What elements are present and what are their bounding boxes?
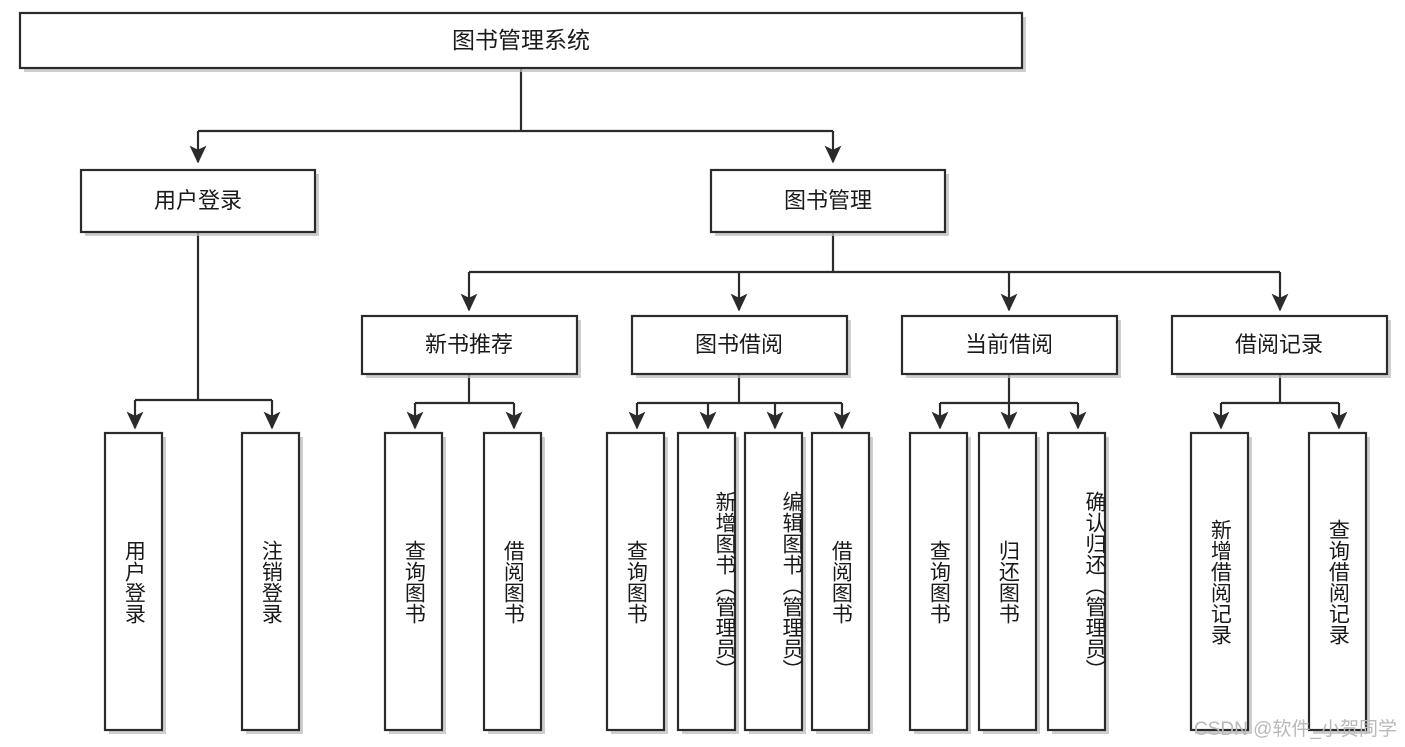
leaf-label-query-book-3: 查询图书 (927, 539, 951, 624)
leaf-box-query-book-2[interactable] (605, 431, 668, 734)
node-borrow-record[interactable]: 借阅记录 (1170, 314, 1391, 378)
node-current-borrow-label: 当前借阅 (965, 332, 1053, 357)
connector-bookborrow-to-leaves (628, 375, 851, 430)
node-book-borrow-label: 图书借阅 (695, 332, 783, 357)
connector-bookmanage-to-level3 (460, 233, 1289, 312)
leaf-box-user-logout[interactable] (240, 431, 303, 734)
leaf-box-query-book-1[interactable] (383, 431, 446, 734)
leaf-box-query-book-3[interactable] (908, 431, 971, 734)
node-root-system[interactable]: 图书管理系统 (18, 11, 1026, 72)
leaf-label-confirm-return: 确认归还（管理员） (1083, 490, 1106, 680)
connector-currentborrow-to-leaves (931, 375, 1087, 430)
watermark-text: CSDN @软件_小贺同学 (1194, 719, 1397, 740)
node-root-label: 图书管理系统 (452, 27, 590, 53)
node-book-manage[interactable]: 图书管理 (709, 168, 949, 236)
node-current-borrow[interactable]: 当前借阅 (900, 314, 1121, 378)
leaf-box-borrow-book-1[interactable] (482, 431, 545, 734)
leaf-box-borrow-book-2[interactable] (810, 431, 873, 734)
node-book-manage-label: 图书管理 (784, 188, 872, 213)
leaf-label-user-logout: 注销登录 (259, 539, 283, 624)
leaf-label-add-book: 新增图书（管理员） (713, 490, 736, 680)
leaf-label-query-book-1: 查询图书 (402, 539, 426, 624)
connector-userlogin-to-leaves (126, 233, 281, 430)
leaf-box-confirm-return[interactable] (1046, 431, 1109, 734)
leaf-label-user-login: 用户登录 (122, 539, 146, 624)
connector-root-to-level2 (189, 69, 842, 164)
leaf-label-query-record: 查询借阅记录 (1326, 518, 1350, 645)
leaf-box-add-record[interactable] (1189, 431, 1252, 734)
leaf-label-add-record: 新增借阅记录 (1208, 518, 1232, 645)
node-user-login-label: 用户登录 (154, 188, 242, 213)
connector-borrowrecord-to-leaves (1212, 375, 1348, 430)
leaf-label-query-book-2: 查询图书 (624, 539, 648, 624)
leaf-box-user-login[interactable] (103, 431, 166, 734)
leaf-label-borrow-book-2: 借阅图书 (829, 539, 853, 624)
node-new-book-recommend-label: 新书推荐 (425, 332, 513, 357)
node-borrow-record-label: 借阅记录 (1235, 332, 1323, 357)
node-book-borrow[interactable]: 图书借阅 (630, 314, 851, 378)
node-user-login[interactable]: 用户登录 (79, 168, 319, 236)
leaf-box-add-book[interactable] (676, 431, 739, 734)
node-new-book-recommend[interactable]: 新书推荐 (360, 314, 581, 378)
leaf-box-edit-book[interactable] (743, 431, 806, 734)
leaf-label-return-book: 归还图书 (996, 539, 1020, 624)
leaf-box-query-record[interactable] (1307, 431, 1370, 734)
leaf-box-return-book[interactable] (977, 431, 1040, 734)
leaf-label-borrow-book-1: 借阅图书 (501, 539, 525, 624)
leaf-label-edit-book: 编辑图书（管理员） (780, 490, 803, 680)
connector-newbook-to-leaves (406, 375, 523, 430)
